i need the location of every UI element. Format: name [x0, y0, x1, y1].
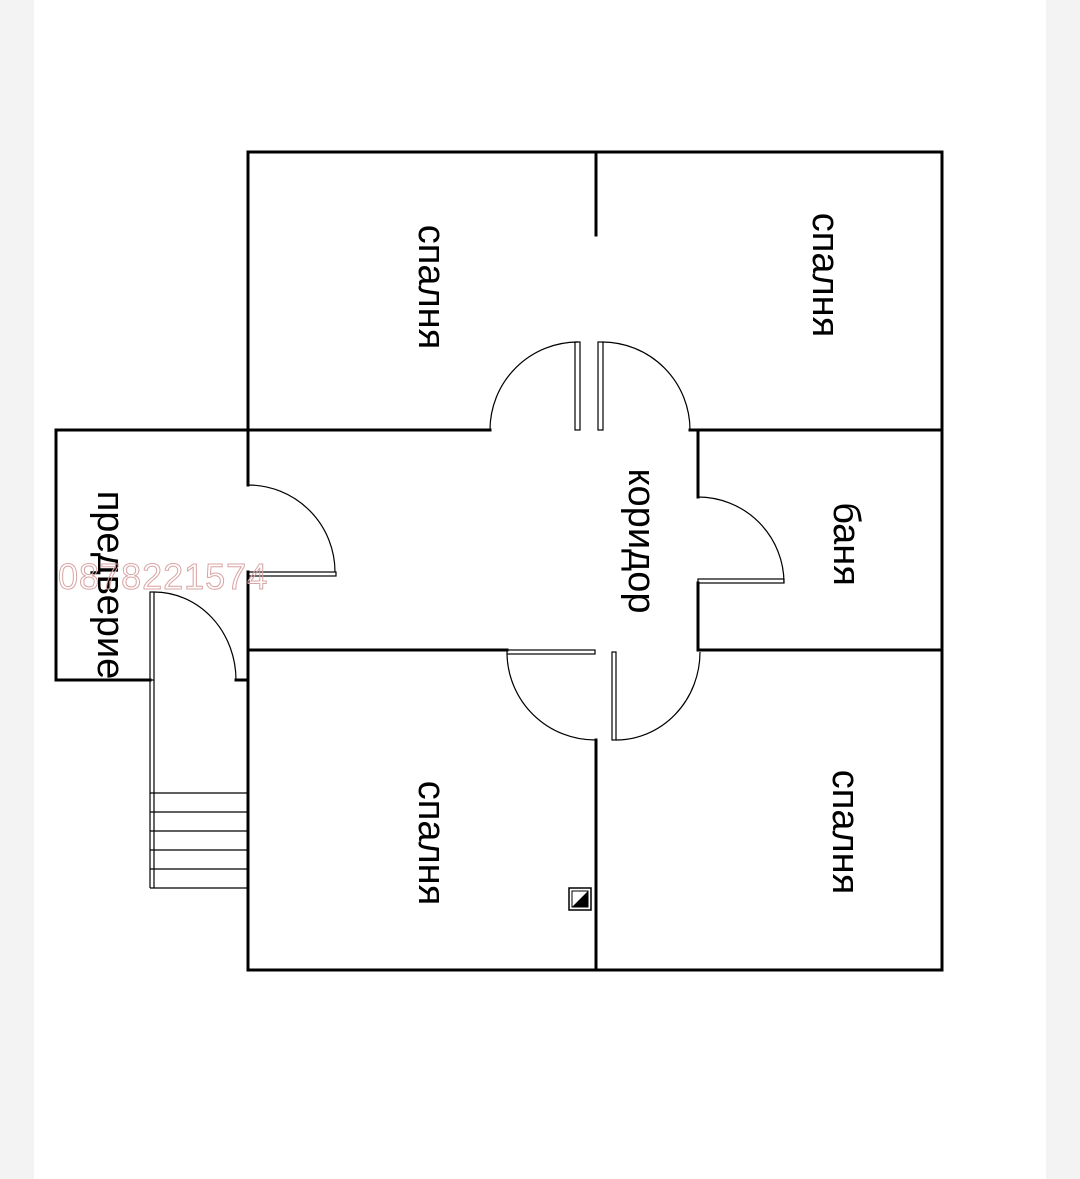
door-entrance [149, 591, 237, 681]
room-label-corridor: коридор [620, 468, 662, 614]
room-label-bedroom-top-left: спалня [410, 224, 452, 350]
door-vestibule-corridor [247, 484, 337, 577]
outer-walls [246, 150, 944, 972]
floor-plan-sheet [34, 0, 1046, 1179]
room-label-bedroom-bottom-right: спалня [824, 769, 866, 895]
interior-walls [246, 150, 944, 972]
door-top-right-bedroom [597, 341, 691, 431]
door-bathroom [697, 496, 785, 584]
room-label-bedroom-top-right: спалня [804, 212, 846, 338]
entrance-stairs [149, 680, 248, 889]
door-bottom-right-bedroom [611, 651, 701, 741]
vestibule-walls [54, 428, 250, 682]
room-label-bedroom-bottom-left: спалня [410, 780, 452, 906]
door-bottom-left-bedroom [506, 649, 596, 741]
room-label-bathroom: баня [825, 502, 867, 586]
phone-watermark: 0878221574 [57, 556, 269, 598]
door-top-left-bedroom [489, 341, 581, 431]
chimney-icon [568, 887, 592, 911]
